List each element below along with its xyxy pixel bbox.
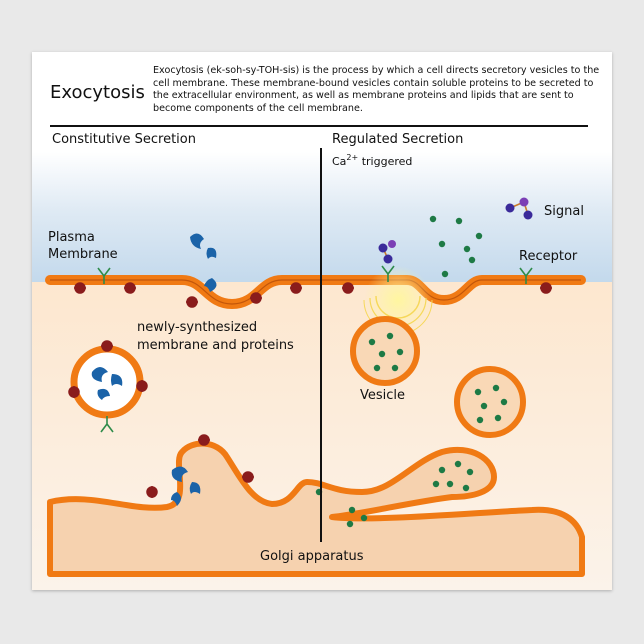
constitutive-secretion-heading: Constitutive Secretion — [52, 132, 196, 147]
membrane-proteins — [68, 282, 552, 498]
membrane-receptors — [97, 265, 533, 433]
vesicle-label: Vesicle — [360, 388, 406, 403]
signal-molecules — [378, 197, 533, 264]
new-membrane-label-line2: membrane and proteins — [137, 338, 294, 353]
new-membrane-label-line1: newly-synthesized — [137, 320, 258, 335]
plasma-label-line1: Plasma — [48, 230, 95, 245]
signal-label: Signal — [544, 204, 584, 219]
glow-arc-1 — [375, 295, 421, 319]
receptor-label: Receptor — [519, 249, 578, 264]
secretory-granules-green — [315, 215, 508, 528]
plasma-membrane-edge — [50, 279, 581, 305]
regulated-vesicle — [454, 366, 526, 438]
diagram-description: Exocytosis (ek-soh-sy-TOH-sis) is the pr… — [153, 65, 600, 114]
soluble-cargo-blue — [91, 233, 217, 506]
diagram-title: Exocytosis — [50, 82, 145, 103]
trigger-text: triggered — [358, 155, 413, 168]
plasma-label-line2: Membrane — [48, 247, 118, 262]
exocytosis-diagram — [32, 148, 612, 590]
regulated-secretion-heading: Regulated Secretion — [332, 132, 464, 147]
header-divider — [50, 125, 588, 127]
regulated-vesicle-docking — [350, 316, 420, 386]
poster: Exocytosis Exocytosis (ek-soh-sy-TOH-sis… — [32, 52, 612, 590]
calcium-trigger-label: Ca2+ triggered — [332, 153, 412, 168]
calcium-symbol: Ca — [332, 155, 347, 168]
constitutive-vesicle — [70, 345, 144, 419]
golgi-label: Golgi apparatus — [260, 549, 364, 564]
calcium-charge: 2+ — [346, 153, 359, 162]
golgi-apparatus — [47, 440, 585, 577]
